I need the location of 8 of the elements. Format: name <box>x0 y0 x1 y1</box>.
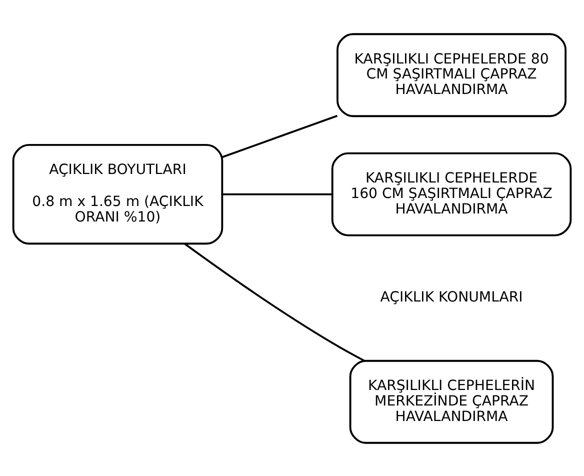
connector <box>222 114 338 158</box>
connector <box>222 192 332 195</box>
connector <box>184 242 365 362</box>
node-box: KARŞILIKLI CEPHELERDE 80 CM ŞAŞIRTMALI ÇAPRAZ HAVALANDIRMA <box>336 32 567 117</box>
label: AÇIKLIK KONUMLARI <box>380 289 523 306</box>
node-box: AÇIKLIK BOYUTLARI 0.8 m x 1.65 m (AÇIKLIK ORANI %10) <box>12 144 224 244</box>
node-box: KARŞILIKLI CEPHELERDE 160 CM ŞAŞIRTMALI ÇAPRAZ HAVALANDIRMA <box>331 152 572 236</box>
node-box: KARŞILIKLI CEPHELERİN MERKEZİNDE ÇAPRAZ HAVALANDIRMA <box>349 359 554 444</box>
